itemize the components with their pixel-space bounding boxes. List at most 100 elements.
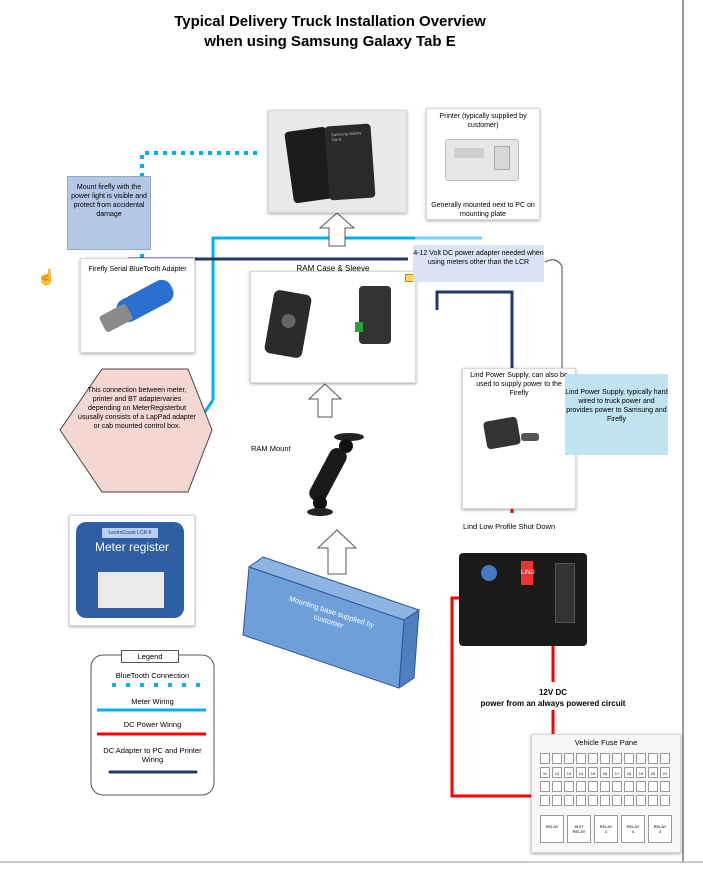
ram-mount-label: RAM Mount <box>251 444 291 453</box>
fuse-number: 19 <box>636 767 646 778</box>
fuse-slot <box>540 795 550 806</box>
fuse-slot <box>552 781 562 792</box>
lind-power-note: Lind Power Supply, typically hard wired … <box>565 374 668 455</box>
fuse-slot <box>564 795 574 806</box>
ram-sleeve-image <box>355 286 391 344</box>
fuse-slot <box>660 781 670 792</box>
tablet-front-image: Samsung Galaxy Tab E <box>324 123 376 201</box>
meter-register-box: LectroCount LCR-II Meter register <box>69 515 195 626</box>
printer-top-label: Printer (typically supplied by customer) <box>439 113 527 129</box>
bluetooth-connection-line <box>140 151 262 258</box>
arrow-up-ram-mount <box>316 529 358 575</box>
relay-label: INST RELAY <box>567 815 591 843</box>
fuse-slot <box>624 795 634 806</box>
power-cable-thin <box>544 259 563 372</box>
legend-label-dc-power: DC Power Wiring <box>123 720 182 729</box>
ram-case-image <box>263 289 313 359</box>
fuse-number: 15 <box>588 767 598 778</box>
fuse-slot <box>576 781 586 792</box>
ram-case-label: RAM Case & Sleeve <box>296 264 370 273</box>
fuse-slot <box>648 781 658 792</box>
hexagon-shape <box>59 368 213 493</box>
fuse-number: 17 <box>612 767 622 778</box>
relay-label: RELAY 4 <box>621 815 645 843</box>
arrow-up-ram-case <box>307 383 343 418</box>
lind-power-supply-box: Lind Power Supply, can also be used to s… <box>462 368 576 509</box>
mounting-base-front <box>242 566 405 689</box>
title-line-1: Typical Delivery Truck Installation Over… <box>174 13 486 30</box>
fuse-slot <box>624 781 634 792</box>
fuse-slot <box>612 753 622 764</box>
meter-brand: LectroCount LCR-II <box>102 528 158 538</box>
hand-cursor-icon: ☝ <box>37 269 56 286</box>
firefly-adapter-label: Firefly Serial BlueTooth Adapter <box>88 266 187 273</box>
fuse-slot <box>612 781 622 792</box>
firefly-adapter-box: Firefly Serial BlueTooth Adapter <box>80 258 195 353</box>
legend-label-bluetooth: BlueTooth Connection <box>115 671 190 680</box>
terminal-block <box>555 563 575 623</box>
fuse-slot <box>564 753 574 764</box>
meter-register-label: Meter register <box>94 540 170 554</box>
arrow-up-tablet <box>318 212 356 247</box>
dc-adapter-wiring-to-lind <box>435 290 514 372</box>
fuse-slot <box>588 795 598 806</box>
fuse-number: 20 <box>648 767 658 778</box>
fuse-slot <box>636 795 646 806</box>
firefly-mount-note: Mount firefly with the power light is vi… <box>67 176 151 250</box>
dial-knob <box>481 565 497 581</box>
shutdown-device-image: LIND <box>459 553 587 646</box>
legend-label-dc-adapter: DC Adapter to PC and Printer Wiring <box>103 746 202 764</box>
power-label-line-1: 12V DC <box>538 688 567 697</box>
tablet-screen-text: Samsung Galaxy Tab E <box>330 130 362 143</box>
fuse-slot <box>552 753 562 764</box>
printer-image <box>445 139 519 181</box>
fuse-slot <box>636 781 646 792</box>
dc-power-shutdown-to-fuse <box>450 596 531 798</box>
fuse-slot <box>648 753 658 764</box>
fuse-slot <box>600 781 610 792</box>
fuse-slot <box>540 781 550 792</box>
power-label: 12V DC power from an always powered circ… <box>465 687 641 709</box>
legend-title: Legend <box>121 650 179 663</box>
ram-case-box: RAM Case & Sleeve <box>250 264 416 383</box>
fuse-slot <box>648 795 658 806</box>
fuse-panel-label: Vehicle Fuse Pane <box>574 738 638 747</box>
hexagon-note: This connection between meter, printer a… <box>78 387 196 430</box>
fuse-number: 21 <box>660 767 670 778</box>
printer-box: Printer (typically supplied by customer)… <box>426 108 540 220</box>
fuse-slot <box>660 753 670 764</box>
fuse-slot <box>576 795 586 806</box>
fuse-number: 16 <box>600 767 610 778</box>
fuse-number: 18 <box>624 767 634 778</box>
fuse-slot <box>564 781 574 792</box>
shutdown-label: Lind Low Profile Shut Down <box>463 522 556 531</box>
diagram-title: Typical Delivery Truck Installation Over… <box>0 12 660 52</box>
ram-mount-arm <box>307 433 364 516</box>
fuse-number: 13 <box>564 767 574 778</box>
fuse-number: 14 <box>576 767 586 778</box>
legend-label-meter: Meter Wiring <box>131 697 174 706</box>
title-line-2: when using Samsung Galaxy Tab E <box>204 33 456 50</box>
fuse-slot <box>600 753 610 764</box>
fuse-number: 12 <box>552 767 562 778</box>
relay-label: RELAY <box>540 815 564 843</box>
shutdown-brand: LIND <box>521 561 535 585</box>
relay-label: RELAY 2 <box>594 815 618 843</box>
lind-device-image <box>482 416 522 450</box>
fuse-slot <box>660 795 670 806</box>
fuse-slot <box>552 795 562 806</box>
tablet-photo: Samsung Galaxy Tab E <box>268 110 407 213</box>
fuse-slot <box>624 753 634 764</box>
fuse-number: 11 <box>540 767 550 778</box>
fuse-slot <box>540 753 550 764</box>
power-label-line-2: power from an always powered circuit <box>480 699 626 708</box>
dc-adapter-note: 4-12 Volt DC power adapter needed when u… <box>413 245 544 282</box>
relay-label: RELAY 3 <box>648 815 672 843</box>
fuse-slot <box>636 753 646 764</box>
printer-bottom-label: Generally mounted next to PC on mounting… <box>431 202 535 218</box>
fuse-slot <box>612 795 622 806</box>
fuse-slot <box>576 753 586 764</box>
lind-power-supply-label: Lind Power Supply, can also be used to s… <box>470 372 568 397</box>
